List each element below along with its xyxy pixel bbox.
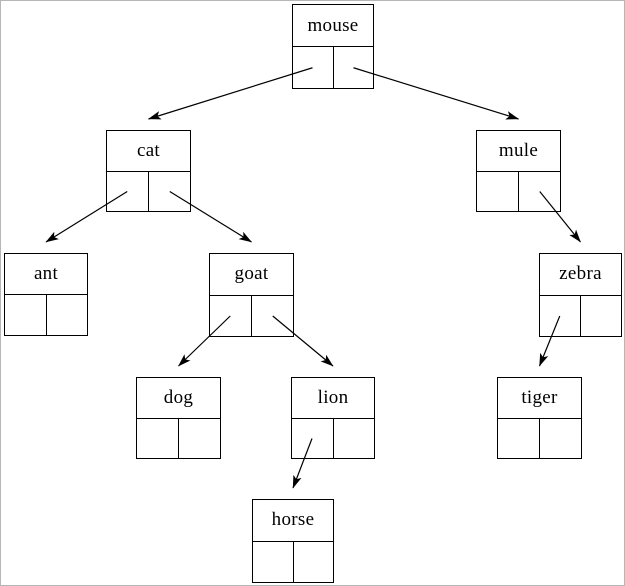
right-pointer-cell [334, 419, 375, 459]
node-label-mule: mule [476, 130, 561, 172]
left-pointer-cell [540, 295, 581, 336]
right-pointer-cell [334, 47, 374, 88]
pointer-cells [209, 295, 294, 337]
edge-mouse-right-to-mule [353, 67, 520, 120]
node-label-goat: goat [209, 253, 294, 296]
left-pointer-cell [292, 418, 334, 458]
node-label-mouse: mouse [292, 4, 374, 47]
tree-node-mouse: mouse [292, 4, 374, 89]
tree-node-cat: cat [106, 130, 191, 212]
left-pointer-cell [137, 418, 179, 458]
tree-node-mule: mule [476, 130, 561, 212]
tree-node-horse: horse [252, 499, 334, 583]
tree-node-tiger: tiger [497, 377, 582, 459]
right-pointer-cell [252, 296, 293, 337]
node-label-dog: dog [136, 377, 221, 419]
tree-node-zebra: zebra [539, 253, 622, 337]
right-pointer-cell [581, 296, 621, 337]
pointer-cells [497, 418, 582, 459]
right-pointer-cell [179, 419, 220, 459]
node-label-cat: cat [106, 130, 191, 172]
pointer-cells [106, 171, 191, 212]
right-pointer-cell [519, 172, 560, 212]
node-label-horse: horse [252, 499, 334, 542]
left-pointer-cell [293, 47, 334, 88]
tree-node-lion: lion [291, 377, 375, 459]
pointer-cells [291, 418, 375, 459]
tree-node-ant: ant [4, 253, 88, 336]
pointer-cells [136, 418, 221, 459]
pointer-cells [252, 541, 334, 583]
node-label-lion: lion [291, 377, 375, 419]
left-pointer-cell [107, 171, 149, 211]
pointer-cells [292, 47, 374, 89]
tree-node-goat: goat [209, 253, 294, 337]
right-pointer-cell [47, 295, 88, 335]
right-pointer-cell [149, 172, 190, 212]
left-pointer-cell [498, 418, 540, 458]
node-label-zebra: zebra [539, 253, 622, 296]
node-label-tiger: tiger [497, 377, 582, 419]
right-pointer-cell [294, 542, 334, 583]
node-label-ant: ant [4, 253, 88, 295]
left-pointer-cell [5, 295, 47, 335]
pointer-cells [476, 171, 561, 212]
tree-node-dog: dog [136, 377, 221, 459]
pointer-cells [4, 295, 88, 336]
pointer-cells [539, 295, 622, 337]
right-pointer-cell [540, 419, 581, 459]
edge-mouse-left-to-cat [147, 67, 313, 120]
left-pointer-cell [210, 295, 252, 336]
left-pointer-cell [253, 541, 294, 582]
left-pointer-cell [477, 171, 519, 211]
